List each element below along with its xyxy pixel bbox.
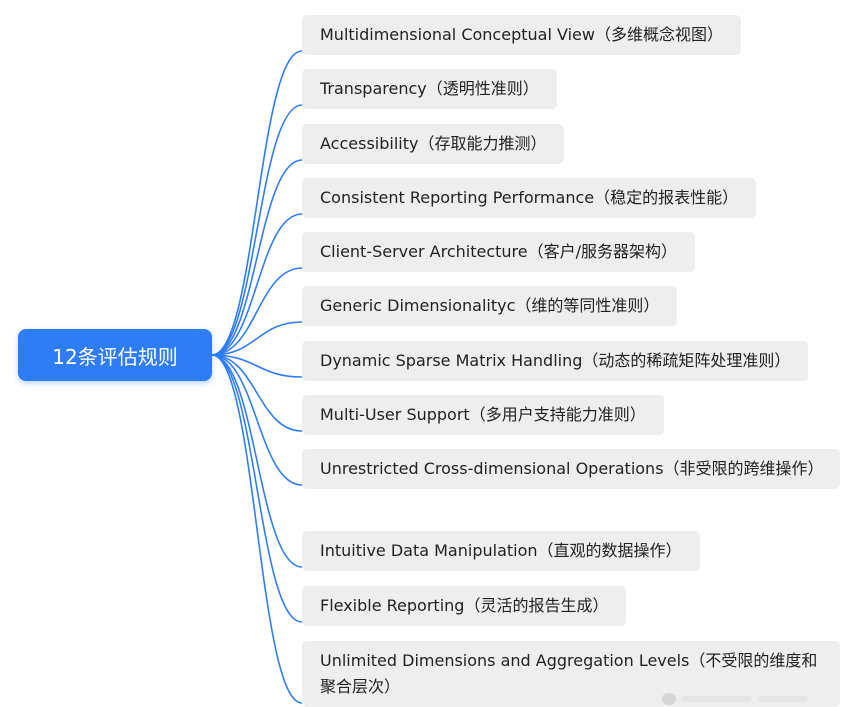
connector-line-8 xyxy=(211,354,303,486)
connector-line-11 xyxy=(211,354,303,704)
rule-node-label: Consistent Reporting Performance（稳定的报表性能… xyxy=(320,188,739,207)
rule-node-consistent-reporting-performance[interactable]: Consistent Reporting Performance（稳定的报表性能… xyxy=(302,178,757,218)
rule-node-flexible-reporting[interactable]: Flexible Reporting（灵活的报告生成） xyxy=(302,586,627,626)
rule-node-multidimensional-conceptual-view[interactable]: Multidimensional Conceptual View（多维概念视图） xyxy=(302,15,741,55)
connector-line-5 xyxy=(211,321,303,356)
watermark-bar xyxy=(682,696,752,702)
rule-node-accessibility[interactable]: Accessibility（存取能力推测） xyxy=(302,124,565,164)
rule-node-label: Unrestricted Cross-dimensional Operation… xyxy=(320,459,824,478)
connector-line-4 xyxy=(211,267,303,356)
rule-node-dynamic-sparse-matrix-handling[interactable]: Dynamic Sparse Matrix Handling（动态的稀疏矩阵处理… xyxy=(302,341,809,381)
watermark-logo-icon xyxy=(662,693,676,705)
rule-node-label: Dynamic Sparse Matrix Handling（动态的稀疏矩阵处理… xyxy=(320,351,791,370)
watermark xyxy=(662,692,842,706)
rule-node-intuitive-data-manipulation[interactable]: Intuitive Data Manipulation（直观的数据操作） xyxy=(302,531,700,571)
rule-node-multi-user-support[interactable]: Multi-User Support（多用户支持能力准则） xyxy=(302,395,664,435)
rule-node-client-server-architecture[interactable]: Client-Server Architecture（客户/服务器架构） xyxy=(302,232,695,272)
connector-line-10 xyxy=(211,354,303,623)
connector-line-2 xyxy=(211,159,303,356)
rule-node-label: Multidimensional Conceptual View（多维概念视图） xyxy=(320,25,723,44)
watermark-bar xyxy=(758,696,808,702)
rule-node-generic-dimensionality[interactable]: Generic Dimensionalityc（维的等同性准则） xyxy=(302,286,678,326)
rule-node-label: Transparency（透明性准则） xyxy=(320,79,539,98)
rule-node-label: Client-Server Architecture（客户/服务器架构） xyxy=(320,242,677,261)
connector-line-1 xyxy=(211,104,303,356)
connector-line-6 xyxy=(211,354,303,378)
root-node-label: 12条评估规则 xyxy=(52,344,178,369)
rule-node-label: Generic Dimensionalityc（维的等同性准则） xyxy=(320,296,660,315)
rule-node-label: Accessibility（存取能力推测） xyxy=(320,134,547,153)
rule-node-transparency[interactable]: Transparency（透明性准则） xyxy=(302,69,557,109)
connector-line-7 xyxy=(211,354,303,432)
rule-node-label: Unlimited Dimensions and Aggregation Lev… xyxy=(320,651,818,696)
rule-node-unrestricted-cross-dimensional-operations[interactable]: Unrestricted Cross-dimensional Operation… xyxy=(302,449,840,489)
connector-line-3 xyxy=(211,213,303,356)
rule-node-label: Intuitive Data Manipulation（直观的数据操作） xyxy=(320,541,682,560)
connector-line-0 xyxy=(211,50,303,356)
rule-node-label: Flexible Reporting（灵活的报告生成） xyxy=(320,596,609,615)
rule-node-label: Multi-User Support（多用户支持能力准则） xyxy=(320,405,646,424)
root-node[interactable]: 12条评估规则 xyxy=(18,329,212,381)
connector-line-9 xyxy=(211,354,303,568)
